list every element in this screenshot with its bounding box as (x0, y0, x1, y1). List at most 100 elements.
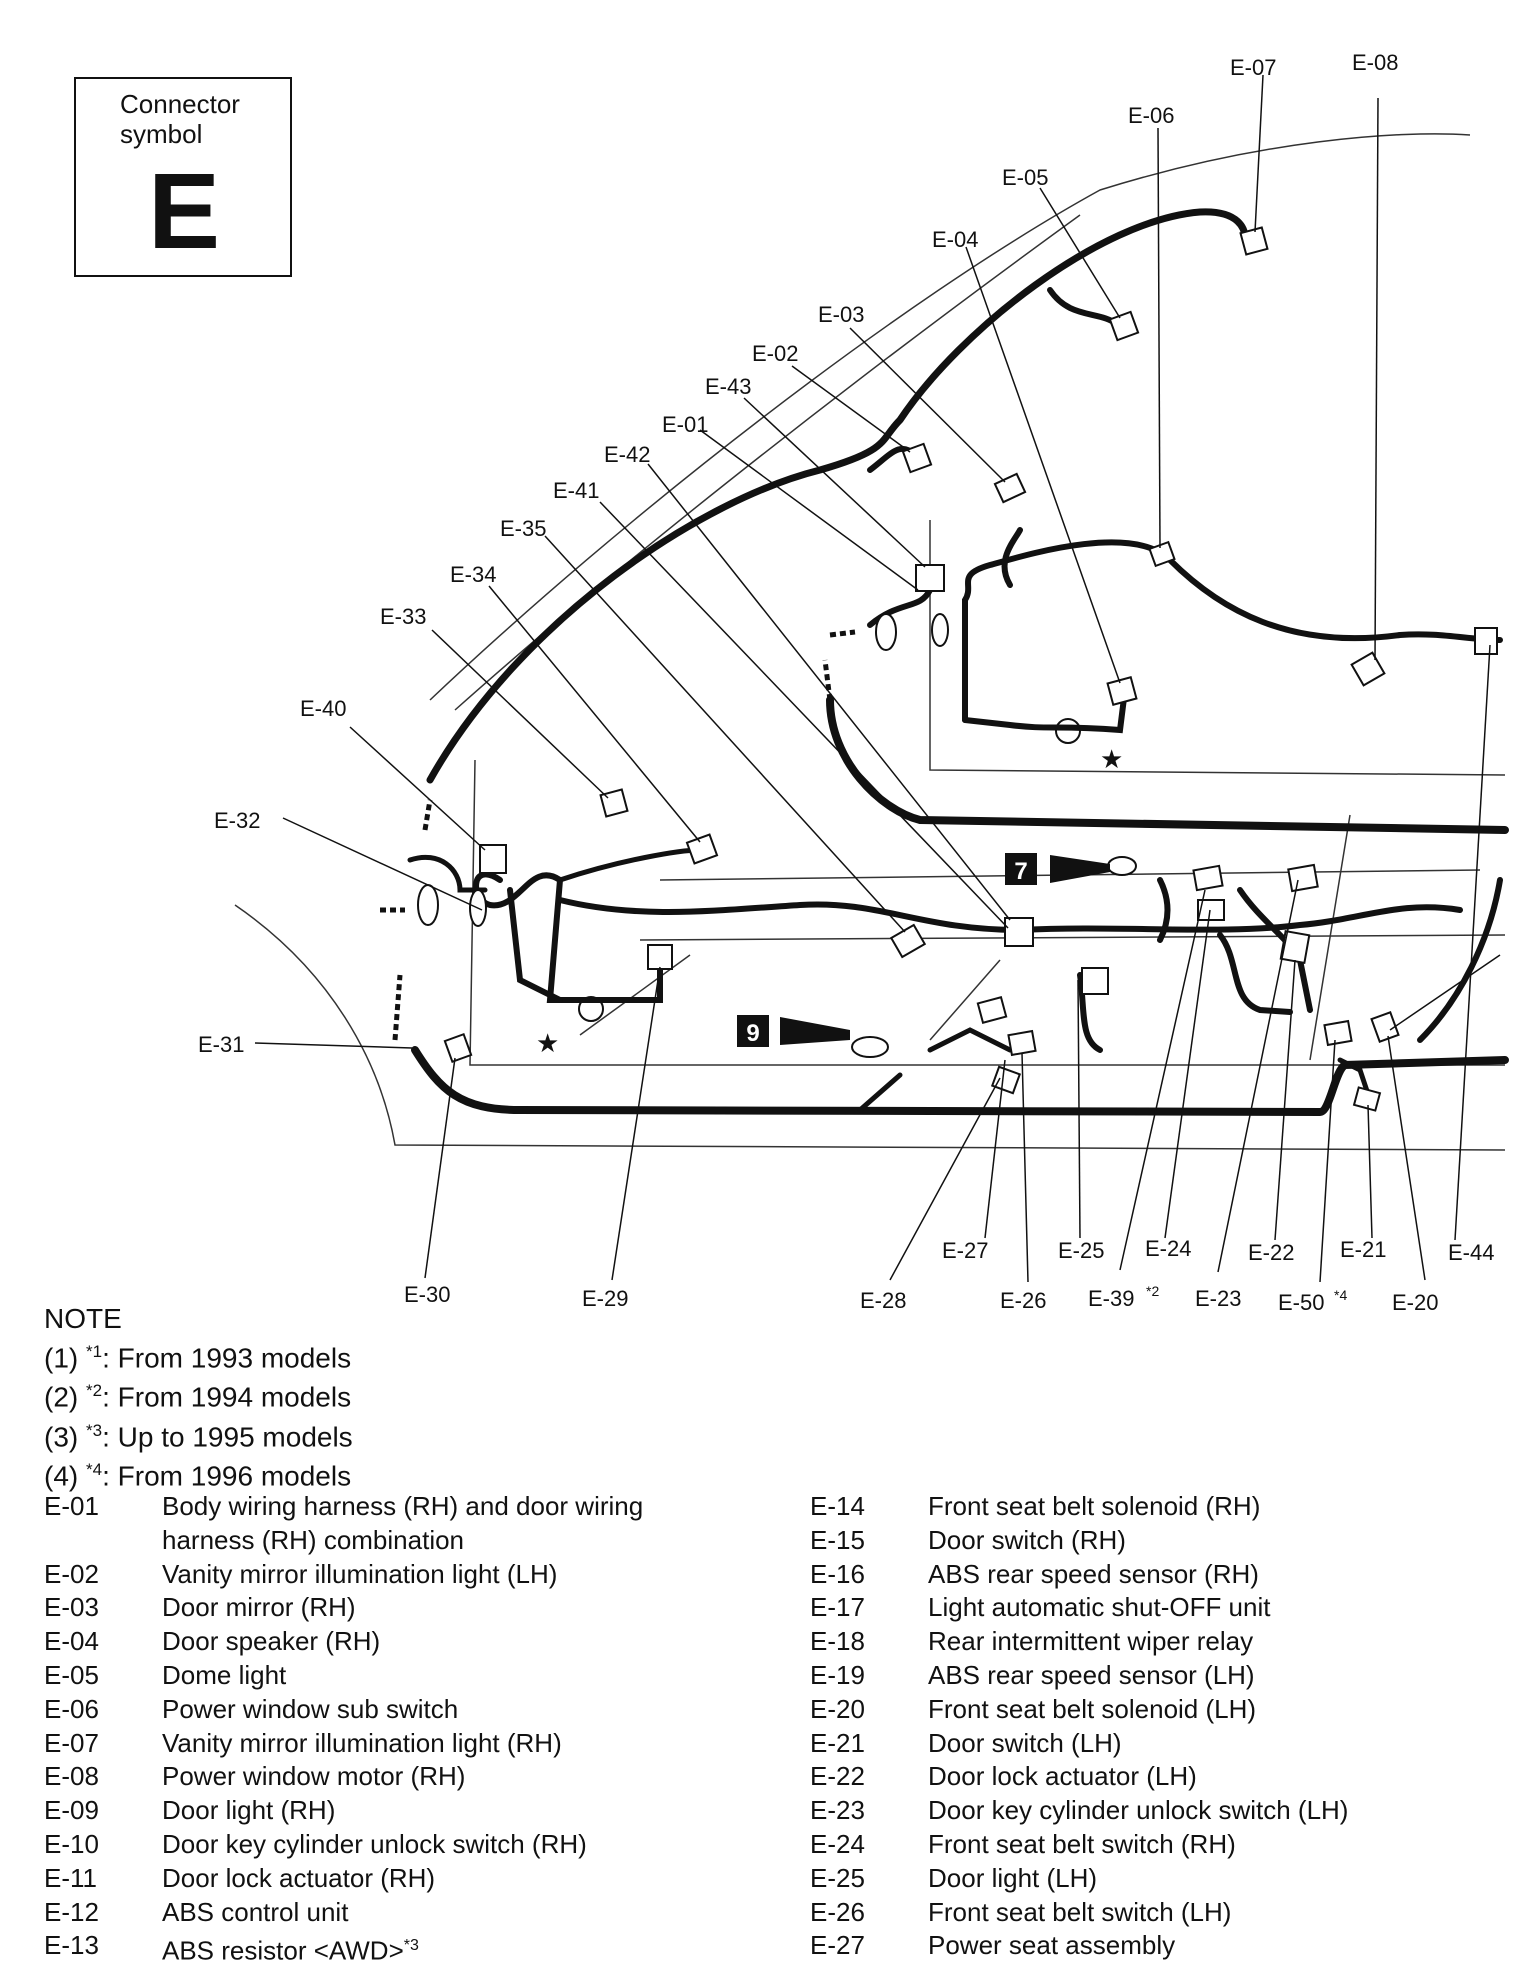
label-e44: E-44 (1448, 1240, 1494, 1265)
label-e29: E-29 (582, 1286, 628, 1310)
marker-9-label: 9 (746, 1020, 759, 1047)
connector-e50 (1323, 1019, 1353, 1047)
ground-star-icons: ★ ★ (536, 745, 1123, 1059)
label-e41: E-41 (553, 478, 599, 503)
connector-e35 (889, 923, 927, 959)
connector-symbol-letter: E (148, 150, 221, 271)
marker-7: 7 (1005, 853, 1110, 885)
label-e04: E-04 (932, 227, 978, 252)
label-e40: E-40 (300, 696, 346, 721)
label-e30: E-30 (404, 1282, 450, 1307)
marker-9: 9 (737, 1015, 850, 1047)
label-e27: E-27 (942, 1238, 988, 1263)
label-e39: E-39 (1088, 1286, 1134, 1310)
label-e42: E-42 (604, 442, 650, 467)
connector-e22 (1279, 929, 1311, 965)
connector-labels: E-07 E-08 E-06 E-05 E-04 E-03 E-02 E-43 … (198, 50, 1494, 1310)
connector-blocks (443, 226, 1498, 1112)
label-e21: E-21 (1340, 1237, 1386, 1262)
label-e07: E-07 (1230, 55, 1276, 80)
notes-title: NOTE (44, 1303, 122, 1334)
label-e08: E-08 (1352, 50, 1398, 75)
label-e43: E-43 (705, 374, 751, 399)
label-e33: E-33 (380, 604, 426, 629)
connector-e44 (1474, 627, 1498, 655)
connector-e04 (1106, 676, 1138, 706)
label-e22: E-22 (1248, 1240, 1294, 1265)
label-e31: E-31 (198, 1032, 244, 1057)
connector-symbol-caption: Connector symbol (120, 89, 240, 149)
connector-e27 (976, 996, 1008, 1024)
connector-e39 (1192, 864, 1224, 892)
wiring-harness (407, 208, 1509, 1117)
label-e28: E-28 (860, 1288, 906, 1310)
label-e50-note: *4 (1334, 1287, 1347, 1303)
wiring-harness-diagram: ★ ★ 7 9 (198, 50, 1509, 1310)
label-e02: E-02 (752, 341, 798, 366)
label-e24: E-24 (1145, 1236, 1191, 1261)
note-item: (2) *2: From 1994 models (44, 1381, 352, 1413)
connector-e20 (1370, 1011, 1400, 1043)
connector-e42 (1004, 917, 1034, 947)
connector-e31 (443, 1032, 473, 1064)
connector-e33 (599, 788, 629, 818)
connector-e23 (1287, 863, 1319, 893)
leader-lines (254, 74, 1501, 1283)
connector-e26 (1007, 1029, 1037, 1057)
connector-e06 (1148, 540, 1176, 568)
connector-e29 (647, 944, 673, 970)
label-e05: E-05 (1002, 165, 1048, 190)
label-e35: E-35 (500, 516, 546, 541)
connector-e28 (990, 1065, 1022, 1095)
label-e06: E-06 (1128, 103, 1174, 128)
label-e01: E-01 (662, 412, 708, 437)
label-e23: E-23 (1195, 1286, 1241, 1310)
star-icon: ★ (1100, 745, 1123, 775)
body-outline (234, 133, 1506, 1151)
connector-e05 (1108, 310, 1140, 342)
note-item: (1) *1: From 1993 models (44, 1342, 352, 1374)
connector-e24 (1197, 899, 1225, 921)
ground-points (578, 718, 1081, 1022)
connector-e34 (685, 833, 719, 865)
dashed-wire-ends (380, 629, 856, 1041)
notes-section: NOTE (1) *1: From 1993 models (2) *2: Fr… (44, 1302, 353, 1492)
label-e25: E-25 (1058, 1238, 1104, 1263)
connector-e03 (993, 472, 1027, 504)
label-e39-note: *2 (1146, 1283, 1159, 1299)
round-connectors (417, 613, 1137, 1058)
connector-e08 (1350, 651, 1386, 687)
note-item: (4) *4: From 1996 models (44, 1459, 352, 1492)
connector-e43 (915, 564, 945, 592)
label-e32: E-32 (214, 808, 260, 833)
label-e26: E-26 (1000, 1288, 1046, 1310)
